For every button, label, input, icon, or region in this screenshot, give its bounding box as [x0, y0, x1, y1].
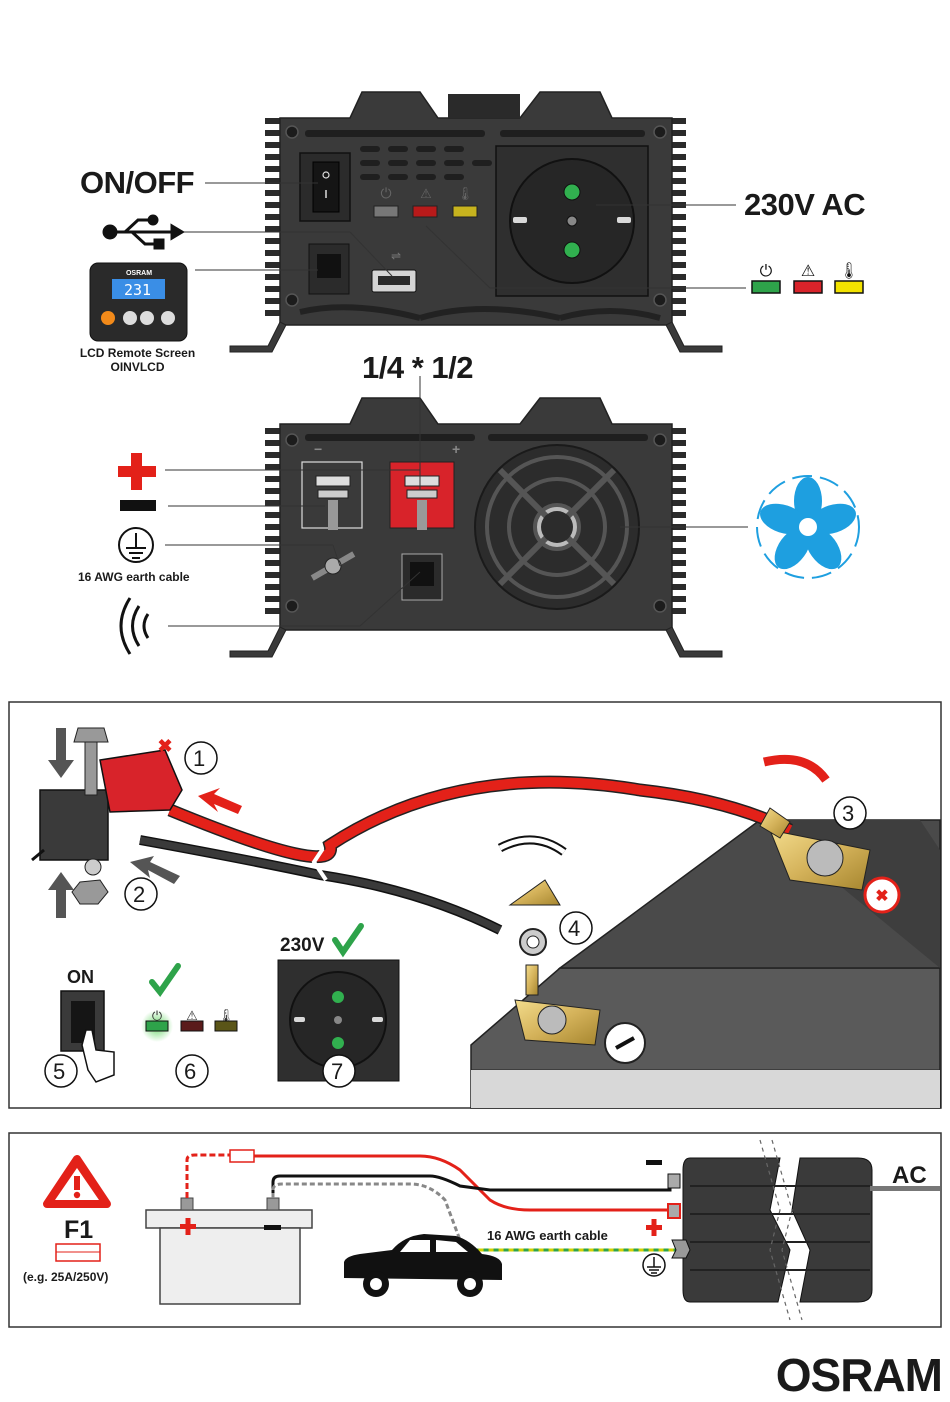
socket-230v-label: 230V: [280, 935, 324, 957]
step-1: 1: [193, 746, 205, 772]
plus-icon: [118, 453, 156, 490]
fuse-rating-label: (e.g. 25A/250V): [23, 1270, 108, 1284]
step-3: 3: [842, 801, 854, 827]
step-2: 2: [133, 882, 145, 908]
svg-text:+: +: [452, 441, 460, 457]
step-6: 6: [184, 1059, 196, 1085]
svg-text:🌡: 🌡: [839, 262, 859, 280]
power-indicator-green: [752, 281, 780, 293]
warning-icon: ⚠: [420, 186, 432, 201]
usb-icon: [104, 216, 182, 248]
on-off-label: ON/OFF: [80, 165, 194, 201]
remote-label: LCD Remote Screen OINVLCD: [60, 346, 215, 374]
svg-text:✖: ✖: [875, 888, 888, 905]
bolt-size-label: 1/4 * 1/2: [362, 350, 473, 386]
temp-indicator-yellow: [835, 281, 863, 293]
step-4: 4: [568, 916, 580, 942]
earth-ground-icon: [119, 528, 153, 562]
signal-icon: [121, 598, 148, 654]
temperature-icon: 🌡: [457, 186, 474, 201]
fuse-name-label: F1: [64, 1216, 93, 1245]
power-icon: ⏻: [380, 185, 391, 201]
svg-text:⚠: ⚠: [801, 263, 815, 280]
on-label: ON: [67, 967, 94, 988]
step-7: 7: [331, 1059, 343, 1085]
socket-voltage-label: 230V AC: [744, 187, 865, 223]
svg-text:−: −: [314, 441, 322, 457]
osram-logo: OSRAM: [776, 1348, 942, 1402]
step-5: 5: [53, 1059, 65, 1085]
remote-display-value: 231: [124, 281, 151, 299]
earth-cable-label: 16 AWG earth cable: [78, 570, 190, 584]
svg-text:✖: ✖: [157, 736, 172, 756]
remote-brand-label: OSRAM: [120, 270, 158, 277]
minus-icon: [120, 500, 156, 511]
fault-indicator-red: [794, 281, 822, 293]
wiring-earth-cable-label: 16 AWG earth cable: [487, 1228, 608, 1243]
remote-label-name: LCD Remote Screen: [60, 346, 215, 360]
svg-text:⏻: ⏻: [760, 263, 773, 280]
wiring-panel: [9, 1133, 941, 1327]
remote-label-code: OINVLCD: [60, 360, 215, 374]
fan-icon: [756, 476, 860, 578]
inverter-rear-view: − +: [118, 376, 860, 657]
ac-output-label: AC: [892, 1162, 927, 1190]
svg-text:⇌: ⇌: [391, 249, 401, 263]
